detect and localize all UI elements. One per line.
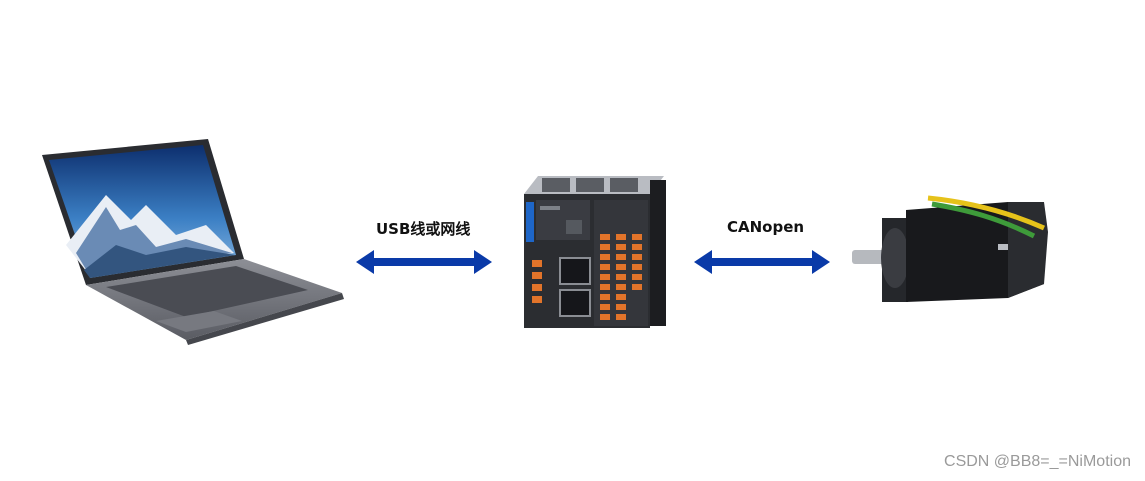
watermark-text: CSDN @BB8=_=NiMotion bbox=[944, 453, 1131, 470]
servo-motor-icon bbox=[852, 195, 1048, 302]
bidirectional-arrow-laptop-controller bbox=[356, 250, 492, 274]
bidirectional-arrow-controller-motor bbox=[694, 250, 830, 274]
edge-label-usb-or-network: USB线或网线 bbox=[376, 220, 471, 238]
laptop-icon bbox=[42, 139, 344, 345]
edge-label-canopen: CANopen bbox=[727, 218, 805, 236]
plc-controller-icon bbox=[524, 176, 666, 328]
